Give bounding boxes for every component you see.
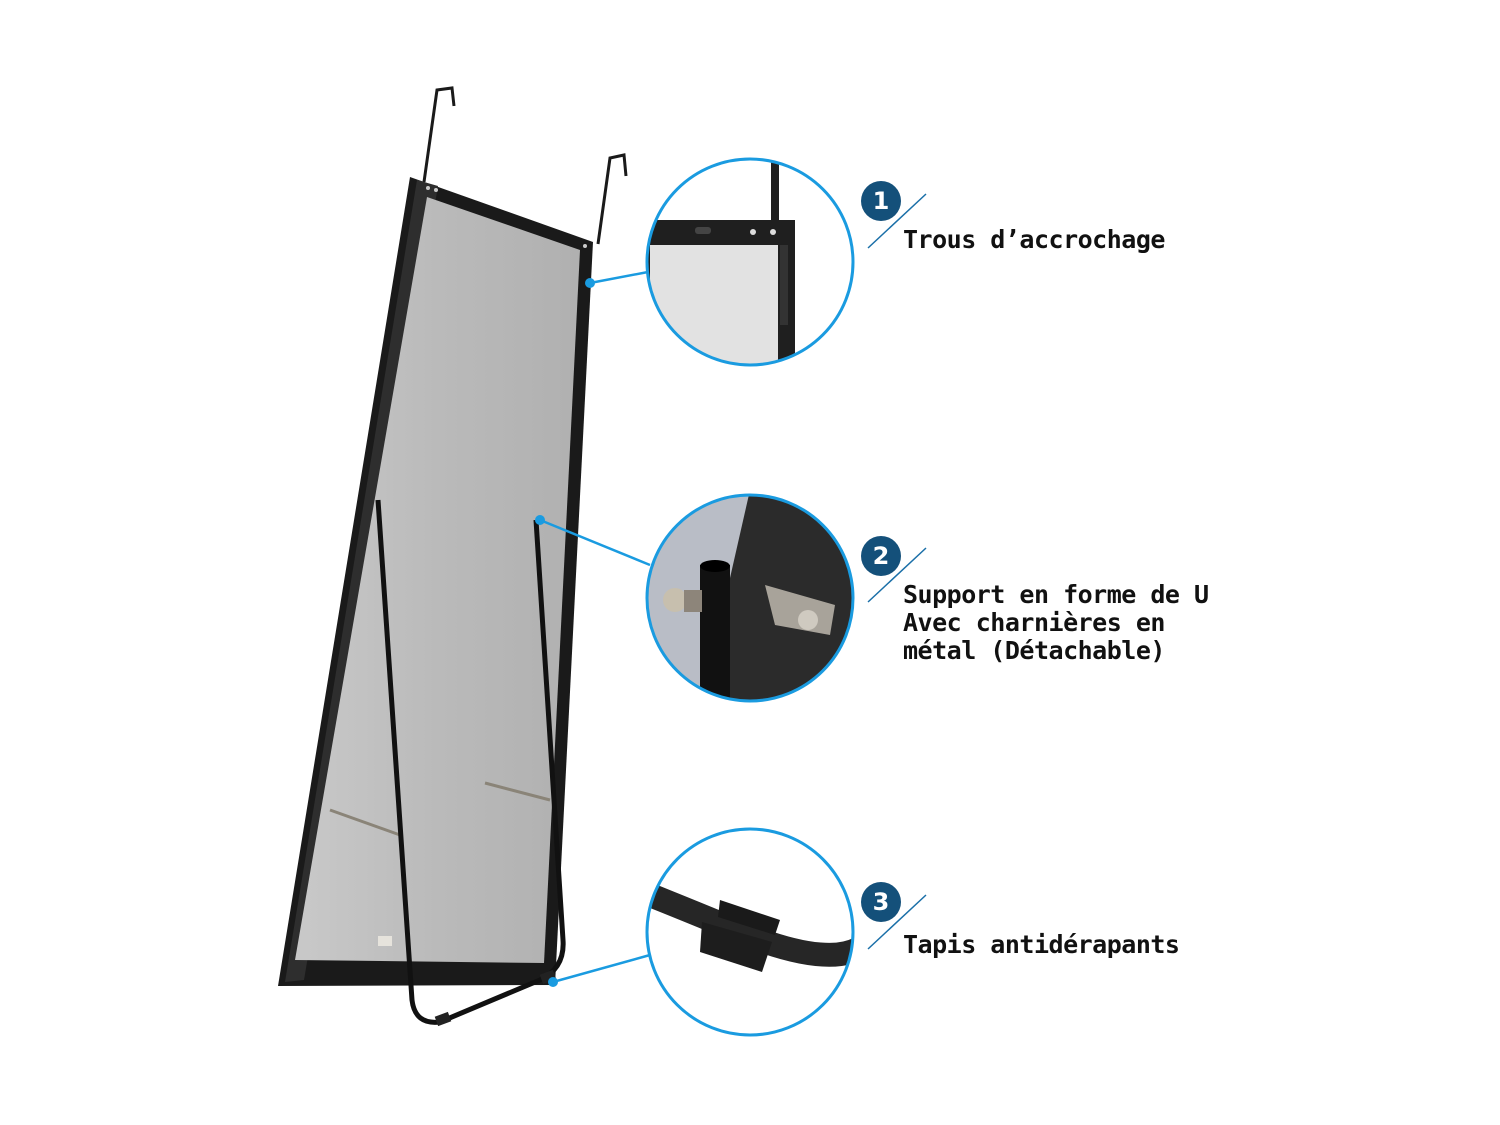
feature-label-line-2: Avec charnières en [903, 608, 1165, 637]
detail-circle-u-stand-hinge [647, 495, 853, 701]
feature-label-line-3: métal (Détachable) [903, 636, 1165, 665]
feature-label: Trous d’accrochage [903, 225, 1165, 254]
blue-dot-icon [535, 278, 595, 987]
detail-circle-hanging-holes [647, 159, 853, 365]
detail-circle-non-slip-pads [647, 829, 853, 1035]
feature-label: Tapis antidérapants [903, 930, 1180, 959]
callout-lines [539, 270, 651, 984]
feature-number-badge: 2 [861, 536, 901, 576]
hanging-hooks [422, 86, 628, 245]
hinge-struts [329, 781, 551, 837]
diagonal-separators [867, 193, 927, 950]
feature-number-badge: 1 [861, 181, 901, 221]
u-stand [375, 499, 566, 1025]
feature-number-badge: 3 [861, 882, 901, 922]
standing-mirror [278, 177, 593, 986]
feature-label-line-1: Support en forme de U [903, 580, 1209, 609]
